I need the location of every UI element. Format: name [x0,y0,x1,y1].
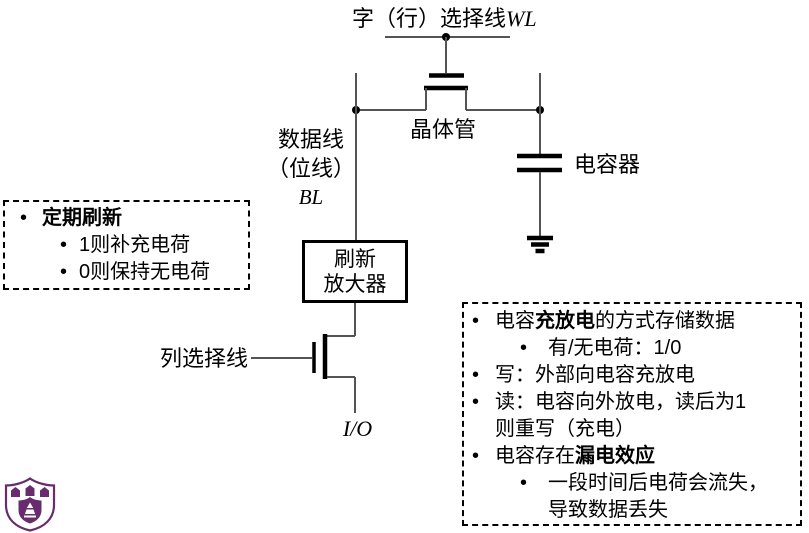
transistor-label: 晶体管 [410,117,477,142]
item1-bold: 充放电 [535,310,595,332]
item4-sub-line1: 一段时间后电荷会流失， [548,472,768,494]
item4-prefix: 电容存在 [495,445,575,467]
storage-note-item-4-sub: 一段时间后电荷会流失， 导致数据丢失 [548,470,768,524]
bit-line-label: 数据线 （位线） BL [262,125,360,212]
bullet-icon: • [472,445,480,467]
refresh-note-title-row: • 定期刷新 [5,205,248,232]
refresh-amplifier-line1: 刷新 [334,247,376,271]
item3-line2: 则重写（充电） [495,418,635,440]
storage-note-item-1: 电容充放电的方式存储数据 [495,308,735,335]
storage-note-item: • 电容存在漏电效应 [464,443,800,470]
access-transistor-symbol [352,73,544,114]
item4-bold: 漏电效应 [575,445,655,467]
refresh-note-item-1: 1则补充电荷 [79,234,191,256]
refresh-amplifier-box: 刷新 放大器 [302,240,408,303]
refresh-note-item-2: 0则保持无电荷 [79,261,211,283]
word-line-symbol: WL [506,6,537,31]
storage-note-subitem: • 一段时间后电荷会流失， 导致数据丢失 [464,470,800,524]
storage-note-item-2: 写：外部向电容充放电 [495,364,695,386]
column-transistor-symbol [251,303,356,379]
item1-prefix: 电容 [495,310,535,332]
refresh-note-box: • 定期刷新 • 1则补充电荷 • 0则保持无电荷 [3,200,250,290]
refresh-note-item: • 1则补充电荷 [5,232,248,259]
column-select-label: 列选择线 [159,346,248,371]
refresh-note-title: 定期刷新 [42,207,122,229]
capacitor-label: 电容器 [574,152,641,177]
bullet-icon: • [472,310,480,332]
bullet-icon: • [520,337,528,359]
bit-line-label-line2: （位线） [266,156,355,181]
storage-note-item: • 写：外部向电容充放电 [464,362,800,389]
ground-symbol [527,235,553,254]
bullet-icon: • [472,364,480,386]
refresh-note-item: • 0则保持无电荷 [5,259,248,286]
emblem-towers [11,485,49,497]
capacitor-symbol [517,73,562,236]
bullet-icon: • [60,261,68,283]
storage-note-item-3: 读：电容向外放电，读后为1 则重写（充电） [495,389,746,443]
item1-suffix: 的方式存储数据 [595,310,735,332]
storage-note-box: • 电容充放电的方式存储数据 • 有/无电荷：1/0 • 写：外部向电容充放电 … [462,302,802,526]
bit-line-symbol: BL [298,185,324,209]
storage-note-item: • 电容充放电的方式存储数据 [464,308,800,335]
bullet-icon: • [472,391,480,413]
storage-note-item-4: 电容存在漏电效应 [495,443,655,470]
word-line-wire [385,33,510,73]
item3-line1: 读：电容向外放电，读后为1 [495,391,747,413]
bit-line-label-line1: 数据线 [277,127,344,152]
bullet-icon: • [20,207,28,229]
bullet-icon: • [60,234,68,256]
bullet-icon: • [520,472,528,494]
word-line-label: 字（行）选择线WL [352,5,537,33]
refresh-amplifier-line2: 放大器 [323,272,387,296]
university-emblem-logo [4,477,56,532]
storage-note-item: • 读：电容向外放电，读后为1 则重写（充电） [464,389,800,443]
item4-sub-line2: 导致数据丢失 [548,499,668,521]
io-label: I/O [342,416,373,441]
word-line-label-text: 字（行）选择线 [352,6,507,31]
storage-note-subitem: • 有/无电荷：1/0 [464,335,800,362]
storage-note-item-1-sub: 有/无电荷：1/0 [548,337,682,359]
emblem-pagoda [24,502,36,518]
